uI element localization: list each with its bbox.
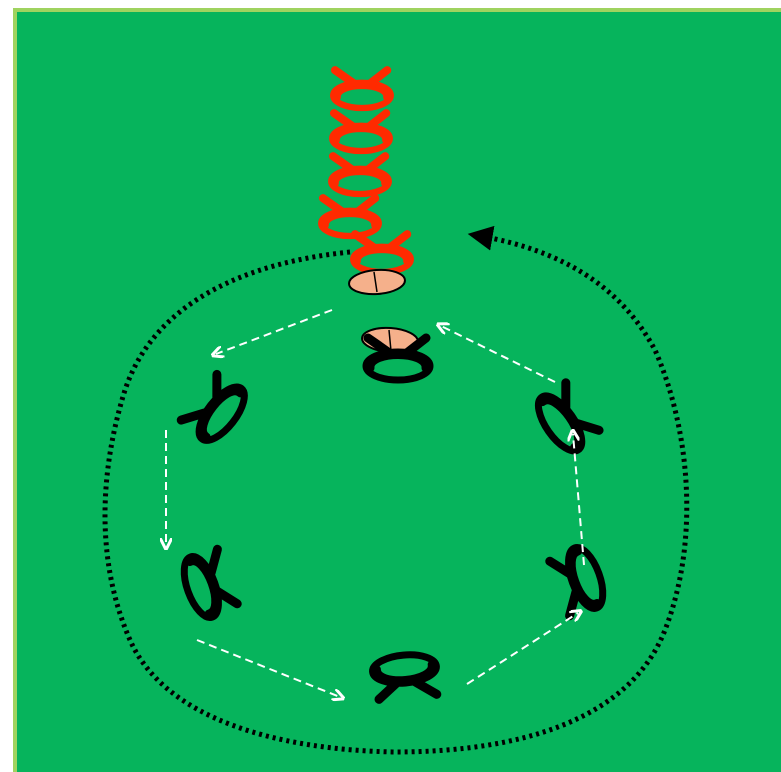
pass-arrow	[466, 613, 578, 685]
pass-arrow	[573, 434, 585, 566]
field-background	[13, 8, 781, 772]
pass-arrow	[441, 326, 556, 383]
ball-seam	[388, 329, 392, 352]
run-path	[102, 225, 690, 755]
pass-arrows	[166, 309, 585, 697]
pass-arrow	[216, 309, 333, 354]
ball-icon	[348, 268, 406, 296]
ball-seam	[373, 271, 378, 293]
